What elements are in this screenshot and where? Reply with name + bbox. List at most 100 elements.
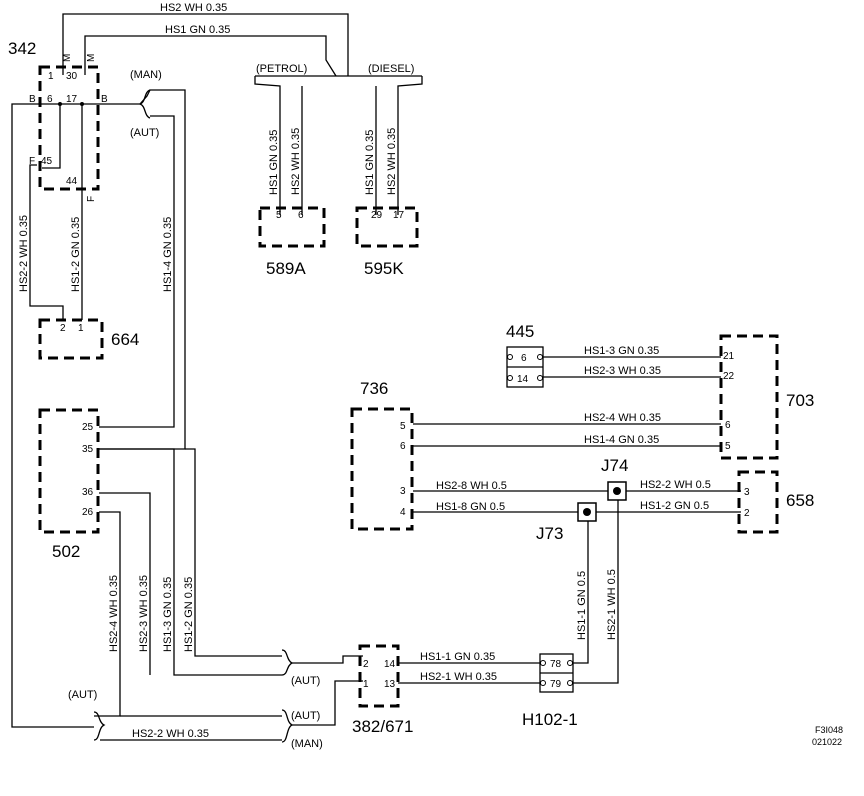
label-445: 445 [506,322,534,341]
wire-hs2-4-bottom [94,511,121,717]
wire-label-hs2-4-b: HS2-4 WH 0.35 [108,575,120,652]
wire-342-6-45 [42,104,61,169]
connector-589a [258,206,326,248]
pin-736-4: 4 [400,507,406,518]
pin-736-6: 6 [400,441,406,452]
pin-382-1: 1 [363,679,369,690]
wire-hs2-2-long [11,103,94,728]
label-man-top: (MAN) [130,69,162,81]
connector-382 [358,644,400,708]
label-man-b: (MAN) [291,738,323,750]
wire-hs2-2-664 [29,164,64,320]
wire-label-hs1-3-r: HS1-3 GN 0.35 [584,345,659,357]
label-h102: H102-1 [522,710,578,729]
pin-342-b2: B [101,94,108,105]
wire-hs2-top [62,13,349,76]
wire-label-hs1-4-left: HS1-4 GN 0.35 [162,217,174,292]
wire-595-hs2 [397,76,423,215]
pin-445-6: 6 [521,353,527,364]
wire-label-hs1-3-b: HS1-3 GN 0.35 [162,577,174,652]
connector-703 [719,334,779,460]
connector-664 [38,318,104,360]
wire-hs1-3-bottom [99,448,282,676]
label-595k: 595K [364,259,404,278]
pin-703-5: 5 [725,441,731,452]
pin-h102-78: 78 [550,659,562,670]
pin-342-6: 6 [47,94,53,105]
wire-to-382-2 [292,655,363,664]
pin-664-2: 2 [60,323,66,334]
pin-342-m1: M [62,54,73,62]
wire-label-hs2-1-v: HS2-1 WH 0.5 [606,569,618,640]
wire-hs1-top [84,35,337,77]
pin-703-21: 21 [723,351,735,362]
label-342: 342 [8,39,36,58]
pin-595-17: 17 [393,210,405,221]
wire-label-hs2-4-r: HS2-4 WH 0.35 [584,412,661,424]
pin-502-25: 25 [82,422,94,433]
label-diesel: (DIESEL) [368,63,414,75]
pin-664-1: 1 [78,323,84,334]
label-aut-b2: (AUT) [291,710,320,722]
pin-342-b1: B [29,94,36,105]
wires [11,13,741,743]
pin-circles [507,354,573,686]
pin-342-m2: M [86,54,97,62]
wire-hs2-3-bottom [99,492,151,675]
wire-label-hs1-top: HS1 GN 0.35 [165,24,230,36]
pin-703-6: 6 [725,420,731,431]
bracket-left-bottom [93,711,106,741]
label-j74: J74 [601,456,628,475]
label-664: 664 [111,330,139,349]
pin-382-13: 13 [384,679,396,690]
pin-382-14: 14 [384,659,396,670]
label-502: 502 [52,542,80,561]
connectors [38,65,779,708]
label-736: 736 [360,379,388,398]
wire-label-hs1-1-h: HS1-1 GN 0.35 [420,651,495,663]
splice-junctions [577,481,627,522]
pin-589-6: 6 [298,210,304,221]
connector-595k [355,206,419,248]
pin-736-5: 5 [400,421,406,432]
wire-label-hs2-8: HS2-8 WH 0.5 [436,480,507,492]
pin-595-29: 29 [371,210,383,221]
wire-hs2-1-v [573,493,619,684]
connector-736 [350,407,414,531]
footer-code-2: 021022 [812,737,842,747]
pin-502-35: 35 [82,444,94,455]
wire-label-hs1-589: HS1 GN 0.35 [268,130,280,195]
pin-342-17: 17 [66,94,78,105]
wire-label-hs1-1-v: HS1-1 GN 0.5 [576,571,588,640]
pin-342-44: 44 [66,176,78,187]
pin-445-14: 14 [517,374,529,385]
pin-658-3: 3 [744,487,750,498]
wire-label-hs2-595: HS2 WH 0.35 [386,128,398,195]
pin-342-f1: F [29,156,35,167]
wire-hs1-1-v [573,512,589,664]
connector-342 [38,65,100,191]
label-382: 382/671 [352,717,413,736]
wire-589-hs1 [254,76,281,215]
pin-382-2: 2 [363,659,369,670]
pin-502-36: 36 [82,487,94,498]
label-658: 658 [786,491,814,510]
wire-hs1-2-bottom [185,448,282,657]
junction-dots [58,102,84,106]
wire-aut-502-25 [99,115,175,428]
wire-label-hs1-595: HS1 GN 0.35 [364,130,376,195]
connector-502 [38,408,100,534]
label-j73: J73 [536,524,563,543]
pin-342-1: 1 [48,71,54,82]
label-589a: 589A [266,259,306,278]
bracket-aut-1 [281,649,294,676]
wire-label-hs2-2-left: HS2-2 WH 0.35 [18,215,30,292]
footer-code-1: F3I048 [815,725,843,735]
wire-label-hs1-2-left: HS1-2 GN 0.35 [70,217,82,292]
wire-label-hs1-4-r: HS1-4 GN 0.35 [584,434,659,446]
wire-label-hs1-2-b: HS1-2 GN 0.35 [183,577,195,652]
wire-label-hs2-3-r: HS2-3 WH 0.35 [584,365,661,377]
wire-label-hs2-3-b: HS2-3 WH 0.35 [138,575,150,652]
label-aut-top: (AUT) [130,127,159,139]
